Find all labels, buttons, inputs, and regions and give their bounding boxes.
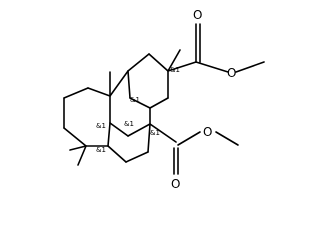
oxygen-label-upper-ether: O	[227, 66, 236, 80]
oxygen-label-upper-carbonyl: O	[193, 8, 202, 22]
ring-c-bonds	[127, 53, 169, 109]
stereo-label-c-ring-junction-top: &1	[130, 96, 140, 104]
upper-ester-bonds	[167, 23, 265, 73]
chemical-structure-diagram: O O O O &1 &1 &1 &1 &1 &1	[63, 8, 265, 191]
stereo-label-c-ring-junction-ester: &1	[150, 129, 160, 137]
lower-ring-bonds	[107, 123, 151, 163]
ring-a-bonds	[63, 87, 111, 147]
stereo-label-c-ring-junction-methyl: &1	[96, 122, 106, 130]
ring-b-bonds	[109, 70, 151, 137]
stereo-labels: &1 &1 &1 &1 &1 &1	[96, 66, 180, 154]
lower-ester-bonds	[149, 123, 239, 175]
oxygen-label-lower-ether: O	[203, 125, 212, 139]
stereo-label-c-ring-junction-bottom: &1	[96, 146, 106, 154]
stereo-label-c-quaternary-ester: &1	[170, 66, 180, 74]
oxygen-labels: O O O O	[171, 8, 236, 191]
methyl-bonds	[69, 49, 181, 166]
oxygen-label-lower-carbonyl: O	[171, 177, 180, 191]
stereo-label-c-ring-junction-h: &1	[124, 120, 134, 128]
